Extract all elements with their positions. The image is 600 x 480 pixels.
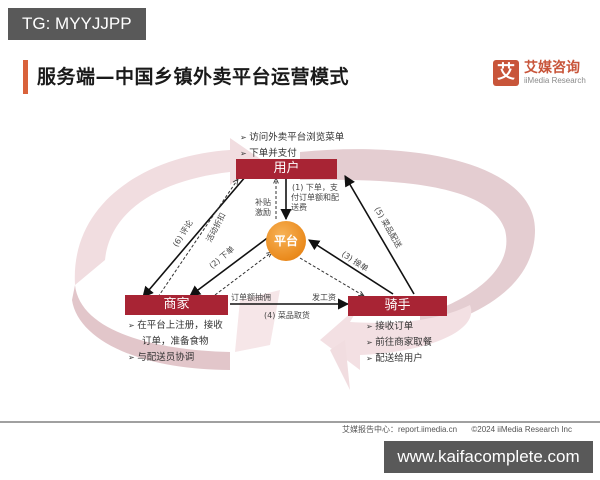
- watermark-badge-bottom: www.kaifacomplete.com: [384, 441, 593, 473]
- arrow-rider-to-user: [344, 175, 415, 295]
- rider-bullets: 接收订单 前往商家取餐 配送给用户: [366, 319, 432, 367]
- logo-mark-icon: 艾: [493, 60, 519, 86]
- edge-label-wage: 发工资: [312, 293, 336, 302]
- footer: 艾媒报告中心：report.iimedia.cn ©2024 iiMedia R…: [342, 424, 584, 435]
- edge-label-commission: 订单额抽佣: [231, 293, 271, 302]
- user-bullets: 访问外卖平台浏览菜单 下单并支付: [240, 130, 344, 162]
- watermark-badge-top: TG: MYYJJPP: [8, 8, 146, 40]
- node-user: 用户: [236, 159, 337, 179]
- logo-cn-text: 艾媒咨询: [524, 60, 580, 76]
- dashed-merchant-to-platform: [214, 252, 272, 296]
- merchant-bullet: 与配送员协调: [128, 350, 223, 366]
- user-bullet: 下单并支付: [240, 146, 344, 162]
- node-merchant: 商家: [125, 295, 228, 315]
- dashed-merchant-to-user: [157, 179, 238, 298]
- rider-bullet: 前往商家取餐: [366, 335, 432, 351]
- user-bullet: 访问外卖平台浏览菜单: [240, 130, 344, 146]
- footer-divider: [0, 421, 600, 423]
- logo-en-text: iiMedia Research: [524, 76, 586, 85]
- rider-bullet: 接收订单: [366, 319, 432, 335]
- node-rider: 骑手: [348, 296, 447, 316]
- merchant-bullets: 在平台上注册，接收 订单，准备食物 与配送员协调: [128, 318, 223, 366]
- edge-label-subsidy-b: 激励: [255, 208, 271, 217]
- arrow-rider-to-platform: [308, 239, 394, 295]
- rider-bullet: 配送给用户: [366, 351, 432, 367]
- edge-label-subsidy-a: 补贴: [255, 198, 271, 207]
- merchant-bullet: 订单，准备食物: [142, 336, 209, 347]
- node-platform: 平台: [266, 221, 306, 261]
- dashed-platform-to-rider: [299, 257, 364, 296]
- footer-copyright: ©2024 iiMedia Research Inc: [471, 425, 572, 434]
- title-accent-bar: [23, 60, 28, 94]
- edge-label-step1: (1) 下单，支: [292, 183, 338, 192]
- page-title: 服务端—中国乡镇外卖平台运营模式: [37, 66, 350, 88]
- edge-label-step1c: 送费: [291, 203, 307, 212]
- arrow-user-to-merchant-review: [142, 175, 247, 298]
- arrow-platform-to-merchant: [189, 235, 271, 297]
- iimedia-logo: 艾 艾媒咨询 iiMedia Research: [493, 60, 586, 86]
- merchant-bullet: 在平台上注册，接收: [128, 318, 223, 334]
- footer-source: 艾媒报告中心：report.iimedia.cn: [342, 425, 458, 434]
- edge-label-step4: (4) 菜品取货: [264, 311, 310, 320]
- edge-label-step1b: 付订单额和配: [291, 193, 339, 202]
